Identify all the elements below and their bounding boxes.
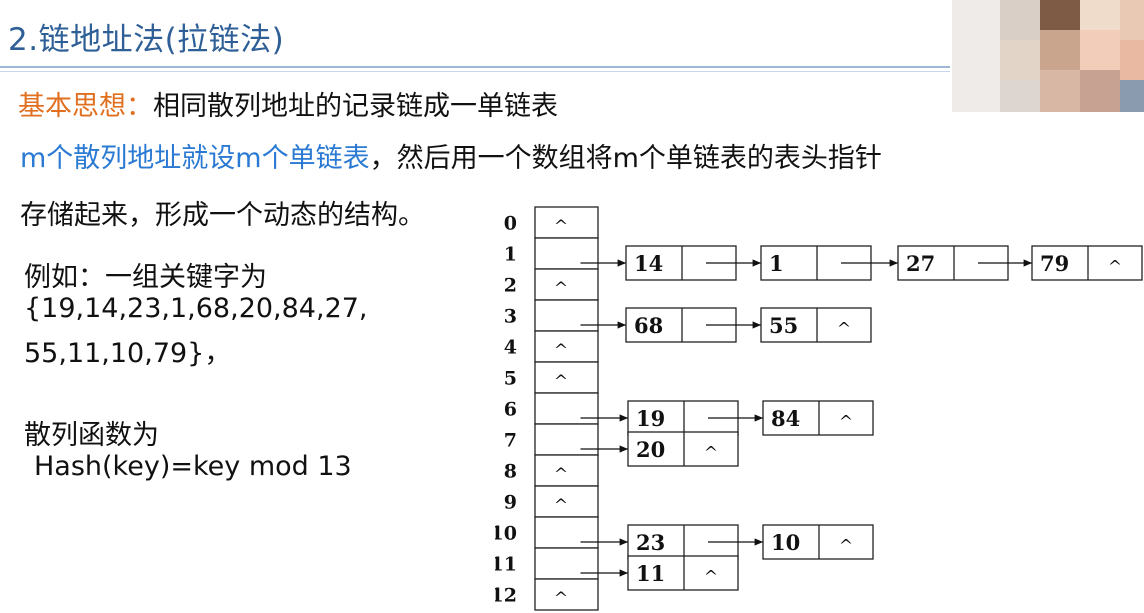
chain-node [762,524,874,560]
null-pointer-symbol: ^ [839,536,853,556]
chain-node-key: 68 [634,313,663,338]
bucket-cell [534,237,599,270]
bucket-index-label: 11 [495,554,517,576]
bucket-index-label: 9 [504,492,517,514]
bucket-cell [534,299,599,332]
null-pointer-symbol: ^ [554,279,568,299]
bucket-index-label: 12 [495,585,517,607]
description-line-2: m个散列地址就设m个单链表，然后用一个数组将m个单链表的表头指针 [20,136,882,175]
null-pointer-symbol: ^ [704,567,718,587]
title-underline-secondary [0,71,950,72]
null-pointer-symbol: ^ [554,372,568,392]
null-pointer-symbol: ^ [837,319,851,339]
chain-node-key: 10 [771,530,800,555]
bucket-index-label: 5 [504,368,517,390]
null-pointer-symbol: ^ [554,465,568,485]
title-underline [0,66,950,68]
null-pointer-symbol: ^ [704,443,718,463]
chain-node [625,307,737,343]
chain-node-key: 27 [906,251,935,276]
bucket-index-label: 3 [504,306,517,328]
chain-node-key: 1 [769,251,784,276]
bucket-index-label: 4 [504,337,517,359]
bucket-index-label: 10 [495,523,517,545]
description-blue-text: m个散列地址就设m个单链表 [20,143,370,174]
bucket-cell [534,268,599,301]
chain-node-key: 19 [636,406,665,431]
chain-node-key: 84 [771,406,800,431]
chain-node-key: 79 [1040,251,1069,276]
description-black-text: ，然后用一个数组将m个单链表的表头指针 [369,143,882,174]
null-pointer-symbol: ^ [554,496,568,516]
null-pointer-symbol: ^ [1108,257,1122,277]
bucket-cell [534,516,599,549]
bucket-index-label: 0 [504,213,517,235]
null-pointer-symbol: ^ [554,341,568,361]
chain-node [760,307,872,343]
basic-idea-label: 基本思想： [18,91,153,122]
bucket-cell [534,485,599,518]
chain-node [1031,245,1143,281]
bucket-index-label: 6 [504,399,517,421]
bucket-index-label: 7 [504,430,517,452]
bucket-cell [534,392,599,425]
bucket-cell [534,547,599,580]
example-keys-line2: 55,11,10,79}， [24,338,232,369]
null-pointer-symbol: ^ [554,217,568,237]
null-pointer-symbol: ^ [554,589,568,609]
hash-table-diagram: 0 ^ 1 14 1 27 79 ^ 2 ^ 3 68 55 ^ 4 ^ 5 ^ 6 19 84 ^ 7 20 ^ 8 ^ 9 ^ 10 2… [495,206,1143,611]
chain-node [627,431,739,467]
bucket-cell [534,361,599,394]
slide-title: 2.链地址法(拉链法) [8,22,285,58]
bucket-cell [534,578,599,611]
null-pointer-symbol: ^ [839,412,853,432]
bucket-cell [534,423,599,456]
chain-node-key: 14 [634,251,663,276]
bucket-cell [534,206,599,239]
chain-node-key: 20 [636,437,665,462]
bucket-index-label: 2 [504,275,517,297]
chain-node [627,555,739,591]
hash-function-label: 散列函数为 [24,420,159,451]
description-line-3: 存储起来，形成一个动态的结构。 [20,200,425,231]
bucket-index-label: 1 [504,244,517,266]
basic-idea-text: 相同散列地址的记录链成一单链表 [153,91,558,122]
basic-idea-line: 基本思想：相同散列地址的记录链成一单链表 [18,84,558,123]
webcam-overlay [952,0,1144,112]
hash-function: Hash(key)=key mod 13 [34,451,352,482]
chain-node-key: 55 [769,313,798,338]
chain-node-key: 11 [636,561,665,586]
example-keys-line1: {19,14,23,1,68,20,84,27, [24,293,368,324]
example-intro: 例如：一组关键字为 [24,262,267,293]
chain-node [762,400,874,436]
chain-node-key: 23 [636,530,665,555]
bucket-cell [534,454,599,487]
bucket-cell [534,330,599,363]
bucket-index-label: 8 [504,461,517,483]
